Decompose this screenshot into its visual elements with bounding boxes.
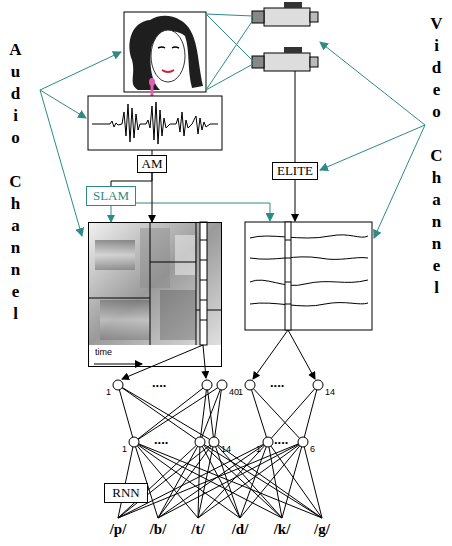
channel-title: Video Channel [428,14,445,300]
feed-arrow [288,330,315,379]
spectrogram-patch [175,235,195,275]
network-box: RNN [104,483,148,503]
neurons [113,380,323,447]
spectrogram-patch [95,240,135,270]
output-phoneme: /g/ [314,521,330,538]
axis-label: time [95,347,112,357]
pointer [374,125,425,238]
spectrogram-patch [100,300,150,340]
ellipsis: .... [274,432,288,447]
output-phoneme: /d/ [232,521,249,538]
box-label: AM [142,156,163,172]
sight-line [206,14,253,90]
pointer [320,42,425,125]
neuron [245,380,255,390]
neuron [313,380,323,390]
wire [295,71,296,162]
frame-strip-ticks [285,240,291,304]
waveform [92,102,218,144]
camera-body [264,53,310,71]
ellipsis: .... [154,432,168,447]
process-box: ELITE [272,162,318,180]
wire-arrow [295,180,296,221]
trajectory [250,303,368,306]
feed-arrow [122,345,203,379]
frame-strip [200,222,207,345]
box-label: SLAM [93,188,129,204]
connector [111,206,112,222]
connector [111,173,152,186]
camera-viewfinder [284,2,302,8]
neuron-index: 40 [229,387,239,397]
neuron [298,437,308,447]
trajectory-frame [245,222,372,330]
output-phoneme: /b/ [150,521,167,538]
spectrogram-patch [140,228,170,288]
neuron [195,437,205,447]
frame-strip [285,222,291,330]
neuron-index: 1 [122,444,127,454]
neuron-index: 14 [325,387,335,397]
camera-viewfinder [284,47,302,53]
neuron [217,380,227,390]
neuron [129,437,139,447]
pointer [320,125,425,170]
neuron-index: 1 [256,444,261,454]
camera-body [264,8,310,26]
channel-title: Audio Channel [7,40,24,326]
face [151,30,185,82]
neuron-index: 6 [310,444,315,454]
feed-arrow [203,345,206,378]
slam-wire [136,203,270,221]
microphone-head [149,78,155,86]
process-box: AM [137,155,167,173]
neuron [202,380,212,390]
output-phoneme: /t/ [191,521,204,538]
ellipsis: .... [152,375,166,390]
camera-lens [252,11,264,23]
waveform-frame [88,96,222,150]
camera-lens [252,56,264,68]
output-phoneme: /k/ [274,521,291,538]
ellipsis: .... [270,375,284,390]
segment-line [88,222,222,345]
neuron-index: 1 [106,387,111,397]
trajectory [250,257,368,260]
camera-back [310,57,318,67]
trajectory [250,235,368,238]
network-weights [118,442,322,518]
spectrogram-image [88,222,222,345]
box-label: ELITE [277,163,313,179]
pointer [40,52,121,90]
output-phoneme: /p/ [110,521,127,538]
feed-arrow [253,330,288,379]
spectrogram-panel: time [88,222,222,367]
neuron [263,437,273,447]
face-frame [124,12,206,92]
spectrogram-patch [160,290,196,340]
camera-back [310,12,318,22]
time-arrow [94,364,142,365]
process-box: SLAM [86,186,136,206]
connector [152,173,153,222]
trajectory [250,280,368,285]
neuron-index: 14 [221,444,231,454]
neuron [209,437,219,447]
mouth [162,70,174,72]
box-label: RNN [112,485,139,501]
hair [129,16,203,90]
neuron [113,380,123,390]
pointer [40,90,82,236]
eyes [158,47,179,48]
neuron-index: 1 [238,387,243,397]
frame-strip-ticks [200,240,207,320]
